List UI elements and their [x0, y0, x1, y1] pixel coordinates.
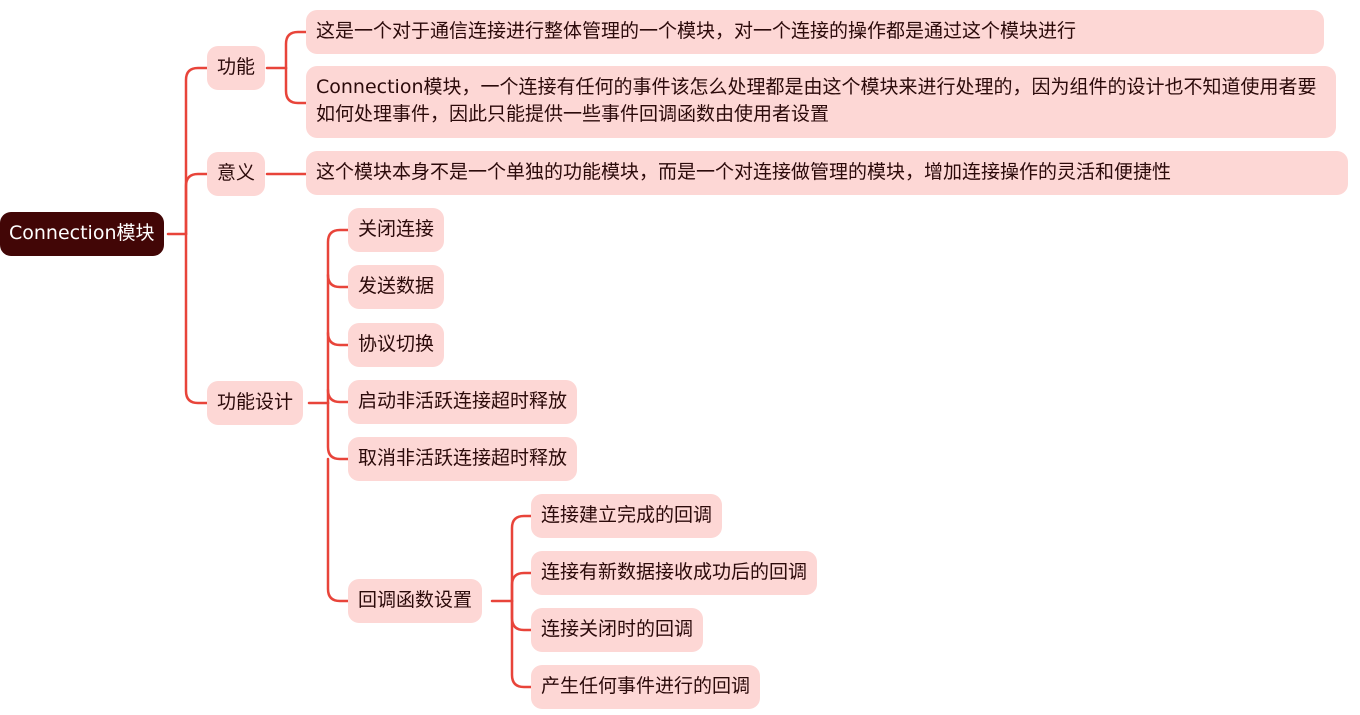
- branch-label: 功能: [217, 56, 256, 78]
- design-send-data[interactable]: 发送数据: [348, 265, 445, 309]
- design-protocol-switch[interactable]: 协议切换: [348, 323, 445, 367]
- root-node[interactable]: Connection模块: [0, 212, 164, 256]
- branch-gongnengsheji[interactable]: 功能设计: [207, 381, 304, 425]
- connector-callbacks-to-cb2: [510, 571, 533, 603]
- callback-data-received[interactable]: 连接有新数据接收成功后的回调: [531, 551, 818, 595]
- node-text: 关闭连接: [358, 218, 435, 240]
- node-text: 连接建立完成的回调: [541, 504, 713, 526]
- callback-any-event[interactable]: 产生任何事件进行的回调: [531, 665, 761, 709]
- connector-sheji-to-callbacks: [326, 457, 350, 603]
- node-text: 回调函数设置: [358, 589, 473, 611]
- connector-sheji-to-send: [326, 273, 350, 289]
- design-close-connection[interactable]: 关闭连接: [348, 208, 445, 252]
- branch-yiyi[interactable]: 意义: [207, 152, 266, 196]
- node-text: 协议切换: [358, 333, 435, 355]
- connector-callbacks-to-cb1: [510, 514, 533, 603]
- branch-label: 功能设计: [217, 391, 294, 413]
- gongneng-desc-2[interactable]: Connection模块，一个连接有任何的事件该怎么处理都是由这个模块来进行处理…: [306, 66, 1336, 138]
- callback-closed[interactable]: 连接关闭时的回调: [531, 608, 704, 652]
- connector-root-to-gongnengsheji: [184, 232, 209, 405]
- gongneng-desc-1[interactable]: 这是一个对于通信连接进行整体管理的一个模块，对一个连接的操作都是通过这个模块进行: [306, 10, 1324, 54]
- connector-sheji-to-protocol: [326, 331, 350, 347]
- design-callback-settings[interactable]: 回调函数设置: [348, 579, 483, 623]
- root-label: Connection模块: [9, 222, 155, 244]
- design-start-inactive-release[interactable]: 启动非活跃连接超时释放: [348, 380, 578, 424]
- branch-gongneng[interactable]: 功能: [207, 46, 266, 90]
- callback-connected[interactable]: 连接建立完成的回调: [531, 494, 723, 538]
- connector-gongneng-to-desc2: [284, 66, 308, 105]
- connector-gongneng-to-desc1: [284, 30, 308, 70]
- node-text: 这个模块本身不是一个单独的功能模块，而是一个对连接做管理的模块，增加连接操作的灵…: [316, 161, 1172, 183]
- node-text: 连接有新数据接收成功后的回调: [541, 561, 808, 583]
- node-text: 这是一个对于通信连接进行整体管理的一个模块，对一个连接的操作都是通过这个模块进行: [316, 20, 1077, 42]
- branch-label: 意义: [217, 162, 256, 184]
- node-text: Connection模块，一个连接有任何的事件该怎么处理都是由这个模块来进行处理…: [316, 76, 1317, 125]
- connector-sheji-to-start-timeout: [326, 388, 350, 404]
- connector-root-to-gongneng: [184, 66, 209, 236]
- connector-callbacks-to-cb3: [510, 599, 533, 632]
- node-text: 产生任何事件进行的回调: [541, 675, 751, 697]
- connector-callbacks-to-cb4: [510, 599, 533, 689]
- connector-root-to-yiyi: [184, 172, 209, 236]
- node-text: 取消非活跃连接超时释放: [358, 447, 568, 469]
- design-cancel-inactive-release[interactable]: 取消非活跃连接超时释放: [348, 437, 578, 481]
- connector-sheji-to-close: [326, 228, 350, 405]
- connector-sheji-to-cancel-timeout: [326, 401, 350, 461]
- node-text: 发送数据: [358, 275, 435, 297]
- node-text: 启动非活跃连接超时释放: [358, 390, 568, 412]
- node-text: 连接关闭时的回调: [541, 618, 694, 640]
- yiyi-desc[interactable]: 这个模块本身不是一个单独的功能模块，而是一个对连接做管理的模块，增加连接操作的灵…: [306, 151, 1348, 195]
